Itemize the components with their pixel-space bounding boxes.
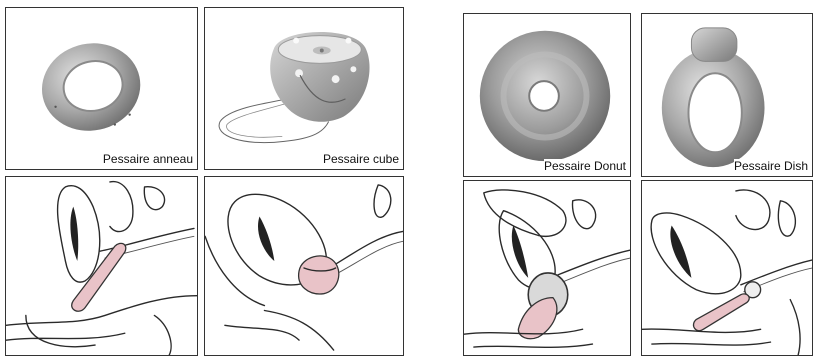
- ring-pessary-label: Pessaire anneau: [103, 152, 193, 166]
- ring-pessary-image: [6, 8, 197, 169]
- dish-pessary-image: [642, 14, 812, 176]
- donut-pessary-anatomy-sketch: [464, 181, 630, 355]
- dish-pessary-label: Pessaire Dish: [734, 159, 808, 173]
- dish-pessary-photo-panel: Pessaire Dish: [641, 13, 813, 177]
- cube-pessary-label: Pessaire cube: [323, 152, 399, 166]
- dish-pessary-anatomy-sketch: [642, 181, 812, 355]
- donut-pessary-photo-panel: Pessaire Donut: [463, 13, 631, 177]
- cube-pessary-anatomy-sketch: [205, 177, 403, 355]
- ring-pessary-anatomy-sketch: [6, 177, 197, 355]
- donut-pessary-label: Pessaire Donut: [544, 159, 626, 173]
- cube-pessary-image: [205, 8, 403, 169]
- dish-pessary-sketch-panel: [641, 180, 813, 356]
- ring-pessary-sketch-panel: [5, 176, 198, 356]
- donut-pessary-sketch-panel: [463, 180, 631, 356]
- donut-pessary-image: [464, 14, 630, 176]
- cube-pessary-sketch-panel: [204, 176, 404, 356]
- cube-pessary-photo-panel: Pessaire cube: [204, 7, 404, 170]
- ring-pessary-photo-panel: Pessaire anneau: [5, 7, 198, 170]
